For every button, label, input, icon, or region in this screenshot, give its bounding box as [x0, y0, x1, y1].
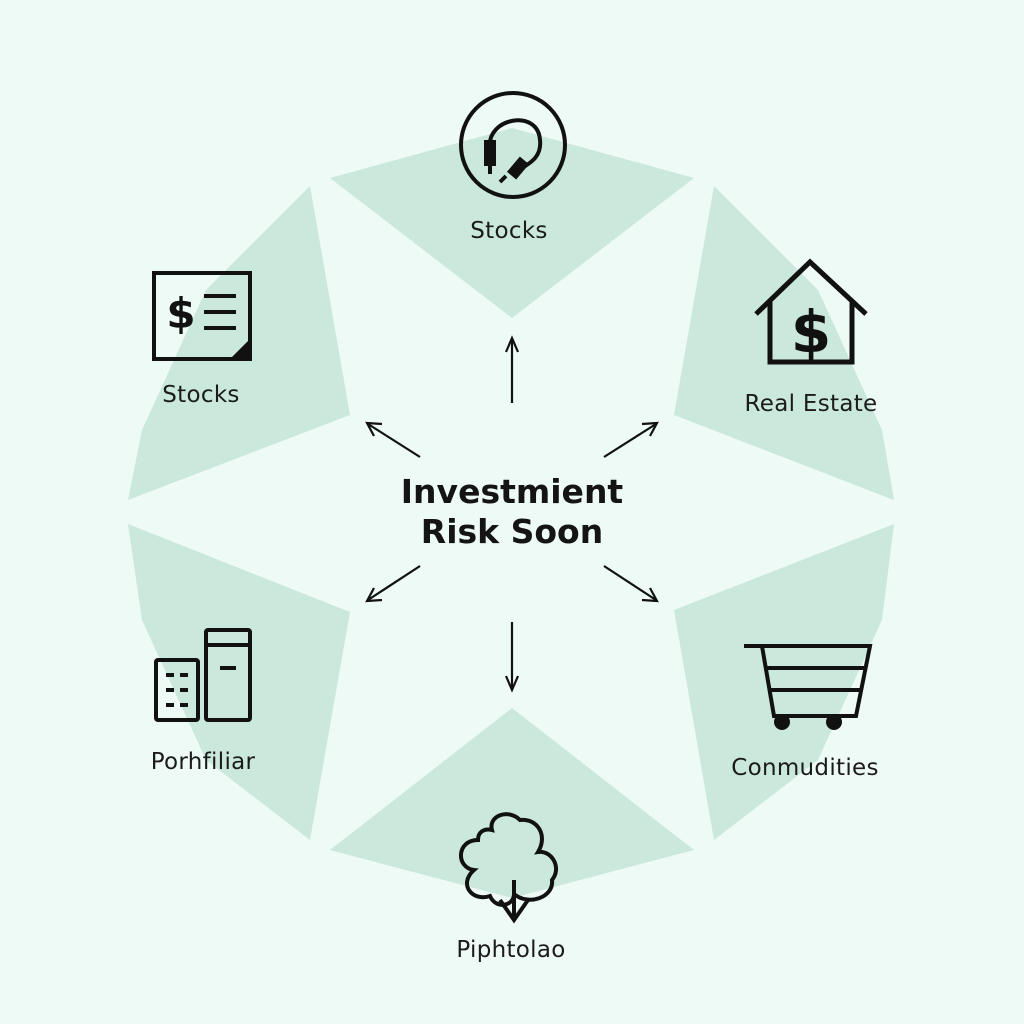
dollar-bill-icon: $ — [152, 271, 252, 361]
segment-lower-right — [674, 524, 894, 840]
arrows — [365, 335, 659, 693]
segment-upper-left — [128, 186, 350, 500]
label-bottom: Piphtolao — [456, 937, 566, 963]
arrow-up-left — [365, 421, 421, 458]
segment-upper-right — [674, 186, 894, 500]
wheel-segments — [128, 128, 894, 898]
label-lower-right: Conmudities — [731, 755, 879, 781]
center-title-line2: Risk Soon — [420, 512, 604, 551]
segment-bottom — [330, 708, 694, 898]
svg-text:$: $ — [166, 289, 195, 338]
arrow-down-right — [603, 565, 659, 603]
buildings-icon — [154, 628, 252, 722]
label-top: Stocks — [470, 218, 548, 244]
center-title-line1: Investmient — [400, 472, 624, 511]
house-dollar-icon: $ — [754, 258, 868, 366]
tree-icon — [459, 812, 558, 924]
shopping-cart-icon — [744, 644, 873, 730]
center-title: Investmient Risk Soon — [401, 472, 623, 552]
label-lower-left: Porhfiliar — [150, 749, 256, 775]
arrow-down — [504, 622, 520, 693]
arrow-up-right — [603, 421, 659, 458]
segment-top — [330, 128, 694, 318]
headphones-icon — [459, 91, 567, 199]
arrow-up — [504, 335, 520, 403]
segment-lower-left — [128, 524, 350, 840]
arrow-down-left — [365, 565, 421, 603]
svg-text:$: $ — [791, 298, 831, 366]
label-upper-left: Stocks — [162, 382, 240, 408]
label-upper-right: Real Estate — [744, 391, 878, 417]
